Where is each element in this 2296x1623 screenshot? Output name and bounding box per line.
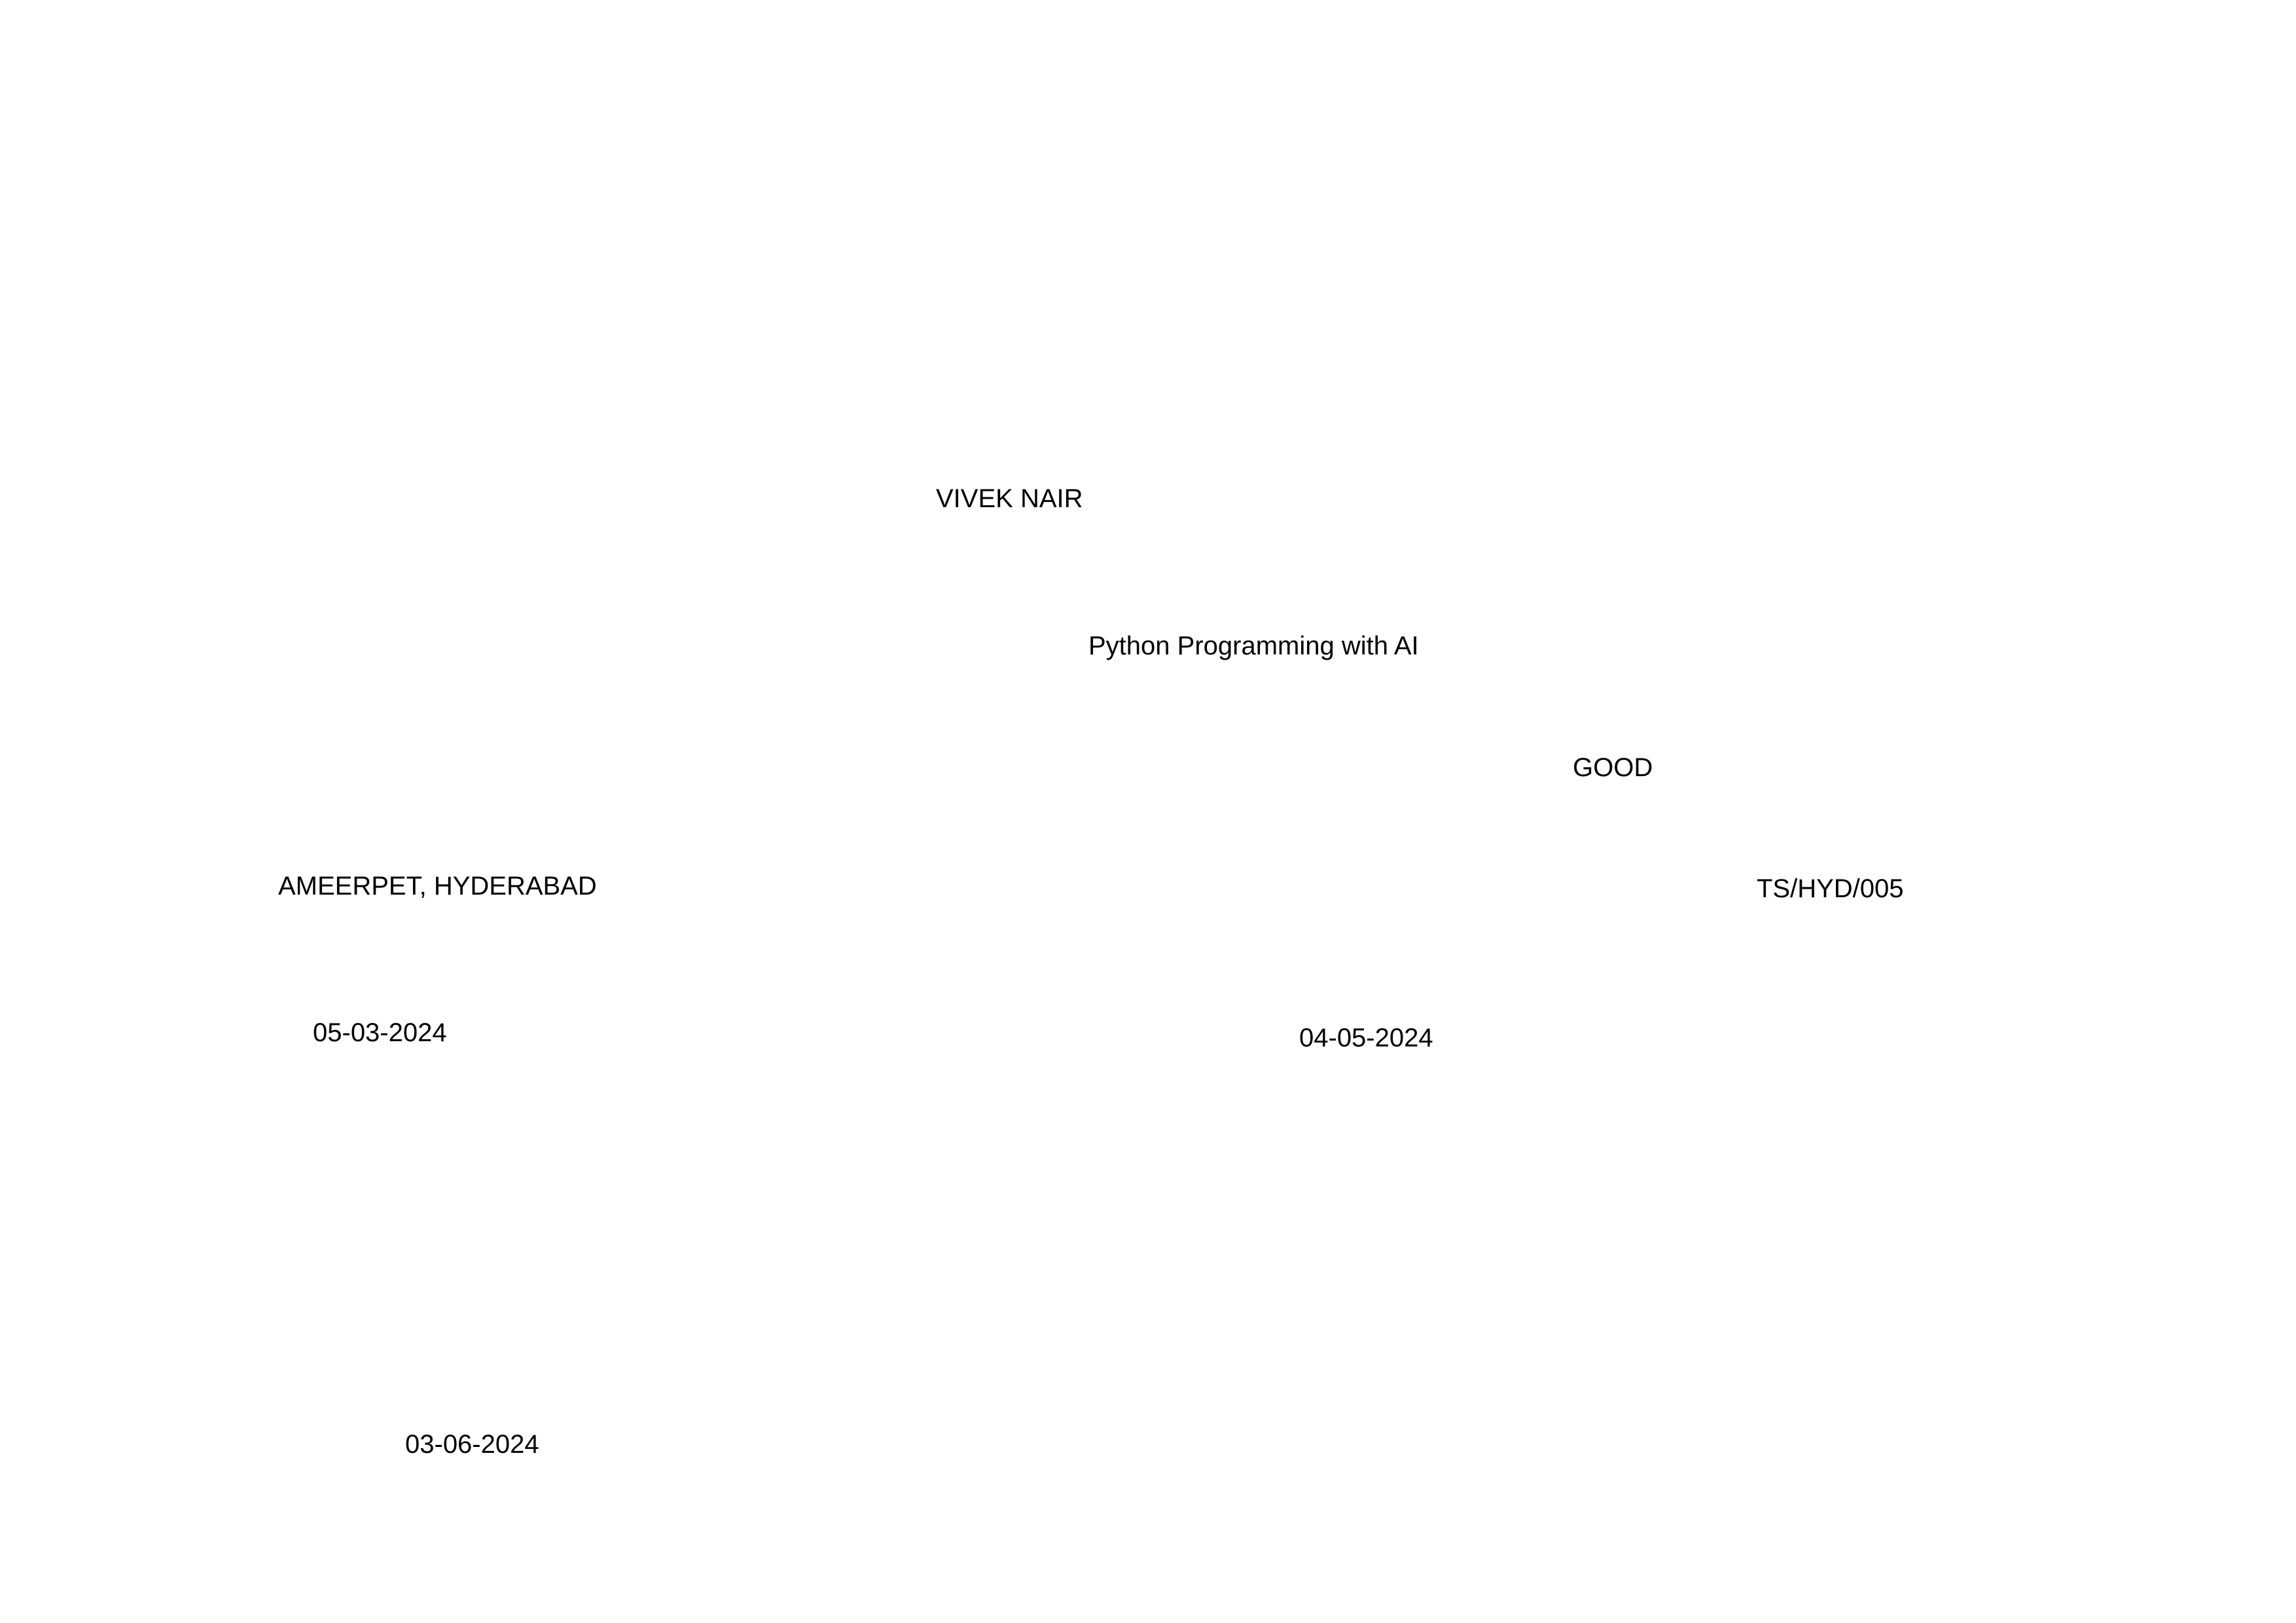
student-name: VIVEK NAIR [936,484,1083,513]
issue-date: 03-06-2024 [405,1430,539,1459]
centre-code: TS/HYD/005 [1757,874,1904,903]
centre-location: AMEERPET, HYDERABAD [278,872,597,901]
grade: GOOD [1573,753,1653,782]
course-name: Python Programming with AI [1088,632,1419,660]
start-date: 05-03-2024 [313,1018,447,1047]
end-date: 04-05-2024 [1299,1024,1433,1052]
